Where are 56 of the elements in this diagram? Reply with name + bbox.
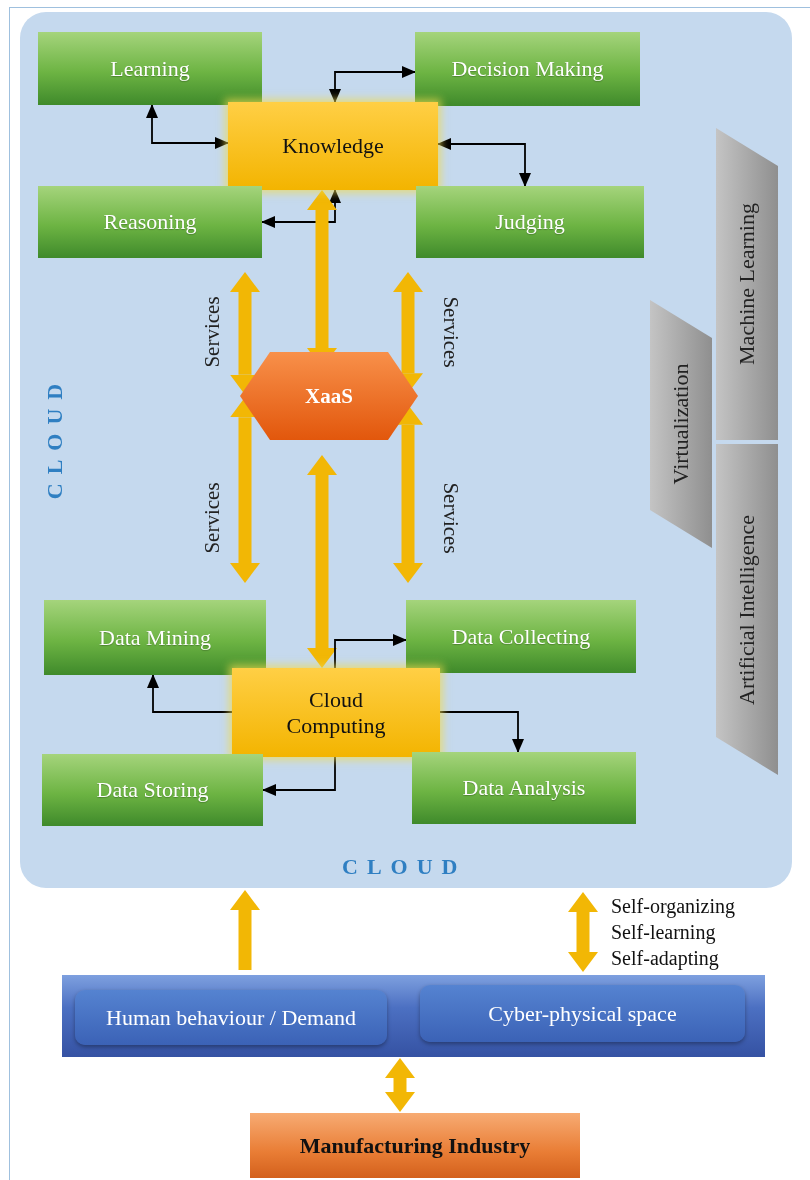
node-label: Data Mining [99, 624, 211, 651]
node-label: Data Collecting [451, 623, 591, 650]
node-label: Decision Making [451, 56, 604, 82]
arrow [439, 711, 524, 753]
core-box [232, 668, 440, 757]
double-arrow [568, 892, 598, 972]
region-title: CLOUD [342, 854, 467, 880]
slanted-band [716, 128, 778, 440]
hexagon-node [240, 352, 418, 440]
node-label: Cyber-physical space [488, 1000, 677, 1027]
region-title: CLOUD [42, 373, 68, 502]
process-box [416, 186, 644, 258]
process-box [42, 754, 263, 826]
edge-label: Services [199, 482, 225, 554]
rounded-box [75, 990, 387, 1045]
process-box [38, 32, 262, 105]
node-label: Knowledge [281, 133, 385, 159]
cloud-panel [20, 12, 792, 888]
edge-label: Services [437, 296, 463, 368]
arrow [437, 138, 531, 187]
band-label: Artificial Intelligence [734, 514, 760, 705]
edge-label: Services [199, 296, 225, 368]
note-text: Self-learning [611, 922, 716, 942]
node-label: Cloud Computing [285, 687, 387, 738]
arrow [146, 104, 229, 149]
band-label: Machine Learning [734, 203, 760, 365]
node-label: Learning [110, 55, 190, 82]
node-label: Manufacturing Industry [299, 1132, 531, 1159]
arrow [147, 674, 233, 713]
rounded-box [420, 985, 745, 1042]
process-box [38, 186, 262, 258]
note-text: Self-organizing [611, 896, 736, 916]
arrow [261, 189, 341, 228]
arrow [334, 634, 407, 669]
arrow [262, 756, 336, 796]
double-arrow [307, 455, 337, 668]
slanted-band [716, 444, 778, 775]
node-label: Judging [495, 209, 565, 235]
double-arrow [385, 1058, 415, 1112]
node-label: Human behaviour / Demand [106, 1004, 356, 1031]
arrow [329, 66, 416, 103]
process-box [415, 32, 640, 106]
node-label: Reasoning [103, 209, 197, 235]
core-box [228, 102, 438, 190]
layer-bar [62, 975, 765, 1057]
band-label: Virtualization [668, 363, 694, 485]
node-label: Data Storing [96, 777, 209, 803]
slanted-band [650, 300, 712, 548]
process-box [44, 600, 266, 675]
base-box [250, 1113, 580, 1178]
process-box [412, 752, 636, 824]
node-label: Data Analysis [462, 775, 586, 801]
edge-label: Services [437, 482, 463, 554]
node-label: XaaS [305, 383, 353, 409]
process-box [406, 600, 636, 673]
block-arrow [230, 890, 260, 970]
